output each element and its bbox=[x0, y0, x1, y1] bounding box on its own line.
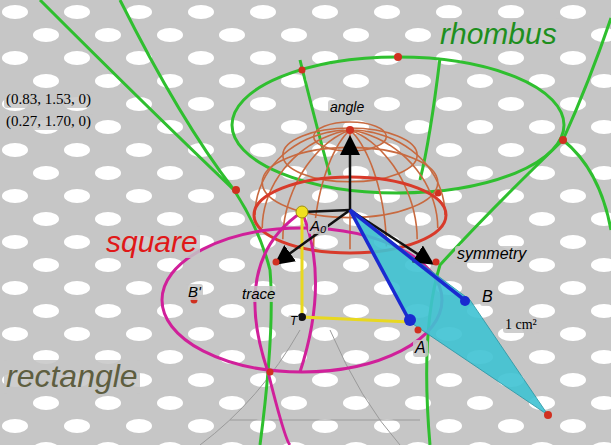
point-t bbox=[298, 313, 306, 321]
construction-lines bbox=[200, 330, 420, 445]
point-label: T bbox=[288, 315, 299, 328]
surface-label: rectangle bbox=[4, 360, 140, 394]
marked-points bbox=[191, 126, 553, 419]
surface-label: square bbox=[104, 226, 200, 258]
point-b bbox=[460, 296, 470, 306]
area-quad bbox=[350, 210, 548, 415]
point-label: B' bbox=[186, 284, 203, 300]
trace-label: trace bbox=[240, 286, 277, 302]
point-label: B bbox=[480, 289, 495, 306]
angle-label: angle bbox=[328, 100, 366, 115]
surface-label: rhombus bbox=[438, 18, 559, 50]
vectors bbox=[350, 210, 462, 318]
point-label: A bbox=[413, 340, 428, 357]
point-a bbox=[404, 314, 416, 326]
point-a0 bbox=[296, 206, 308, 218]
projection-lines bbox=[302, 212, 410, 322]
coordinate-label: (0.83, 1.53, 0) bbox=[4, 92, 93, 108]
coordinate-label: (0.27, 1.70, 0) bbox=[4, 114, 93, 130]
symmetry-label: symmetry bbox=[455, 246, 528, 263]
area-label: 1 cm² bbox=[503, 318, 539, 333]
point-label: A₀ bbox=[308, 218, 328, 234]
axes bbox=[278, 140, 430, 262]
hemisphere-wireframe bbox=[255, 122, 445, 249]
